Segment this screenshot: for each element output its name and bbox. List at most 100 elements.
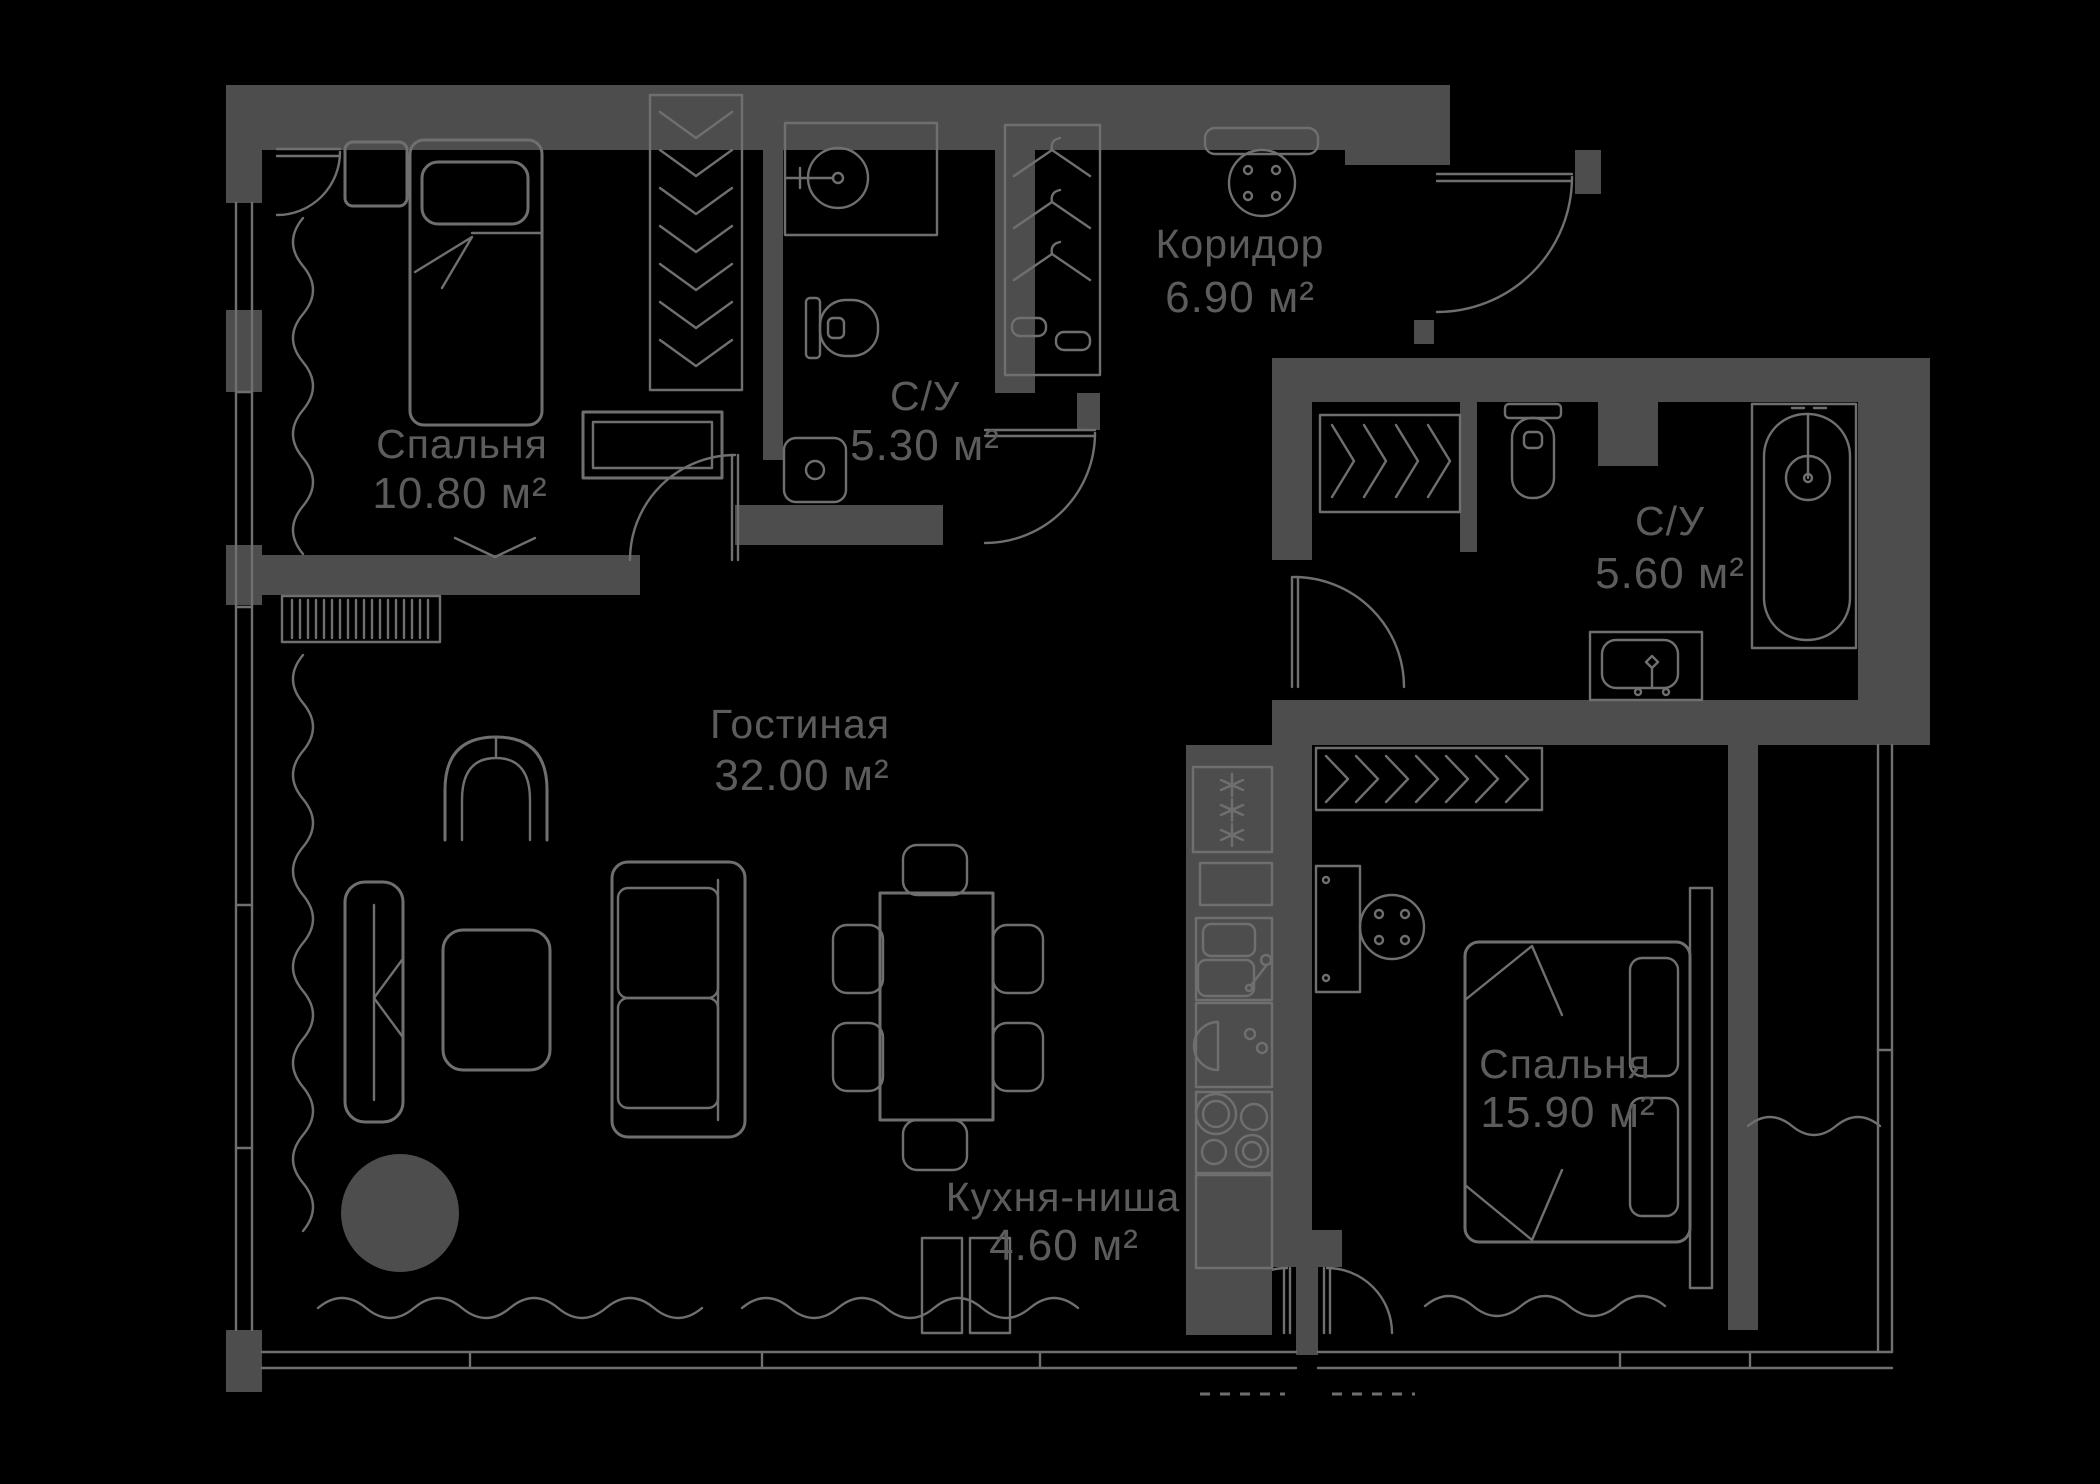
pillow — [1628, 956, 1680, 1078]
headboard — [1688, 886, 1714, 1290]
door-entry — [1435, 172, 1574, 314]
room-label-bathroom2-name: С/У — [1635, 498, 1705, 544]
kitchen-sink — [1194, 916, 1274, 1002]
wall-right-block-south — [1272, 700, 1930, 745]
wall-bedroom2-door-post — [1296, 1267, 1318, 1355]
room-label-bathroom1-area: 5.30 м² — [850, 421, 1000, 470]
dining-chair — [831, 923, 885, 995]
window-panel-right — [968, 1236, 1012, 1335]
curtain-bottom-3 — [1423, 1294, 1667, 1318]
curtains — [291, 216, 1882, 1320]
bedroom1-furniture — [280, 93, 744, 644]
blanket-fold — [1463, 944, 1564, 1017]
window-bottom-mullions — [468, 1350, 1752, 1370]
curtain-left-top — [291, 216, 315, 556]
wall-bathroom1-door-stub — [1077, 393, 1100, 430]
windows — [234, 201, 1894, 1396]
kitchen-column — [1186, 745, 1274, 1335]
entry-closet — [1003, 123, 1102, 377]
kitchen-cabinet — [1194, 1173, 1274, 1270]
door-bedroom1-window — [275, 147, 342, 217]
curtain-bottom-1 — [316, 1296, 704, 1320]
dining-chair — [901, 843, 969, 897]
room-label-corridor-name: Коридор — [1156, 221, 1325, 267]
blanket-fold — [1463, 1168, 1564, 1242]
oven — [1198, 861, 1274, 907]
corridor-furniture — [1003, 123, 1320, 377]
room-label-bathroom1-name: С/У — [890, 373, 960, 419]
door-bedroom2 — [1322, 1266, 1394, 1335]
bathroom1-fixtures — [782, 121, 939, 504]
dining-chair — [991, 923, 1045, 995]
wall-bedroom2-door-stub — [1272, 1230, 1342, 1267]
wall-top-step — [1345, 85, 1450, 165]
wall-bedroom1-south — [230, 555, 640, 595]
shower — [783, 121, 939, 237]
closet-hangers — [1318, 413, 1462, 514]
wall-bedroom2-west — [1272, 745, 1312, 1230]
wall-left-mid — [226, 310, 262, 392]
toilet — [804, 296, 880, 360]
room-label-bedroom1-area: 10.80 м² — [372, 469, 547, 518]
shoe-icon — [1010, 316, 1048, 338]
wall-left-top — [226, 85, 262, 203]
pillow — [420, 160, 530, 226]
snowflake-icon — [1219, 797, 1245, 823]
hob — [1194, 1090, 1274, 1175]
room-label-bedroom2-name: Спальня — [1479, 1041, 1651, 1087]
room-label-bathroom2-area: 5.60 м² — [1595, 549, 1745, 598]
round-table — [1358, 893, 1426, 961]
single-bed — [408, 138, 544, 427]
walls — [226, 85, 1930, 1392]
radiator — [280, 536, 537, 644]
wall-entry-frame — [1575, 150, 1601, 194]
wall-bathroom2-pillar — [1598, 402, 1658, 466]
dresser — [581, 410, 724, 480]
prep-area — [1192, 1001, 1274, 1089]
dining-chair — [901, 1118, 969, 1172]
window-right — [1876, 743, 1894, 1354]
curtain-left-bottom — [291, 653, 315, 1233]
bathroom2-fixtures — [1318, 402, 1858, 702]
bedroom2-furniture — [1314, 746, 1714, 1290]
nightstand — [343, 140, 409, 208]
snowflake-icon — [1219, 822, 1245, 848]
closet-hangers — [1314, 746, 1544, 812]
curtain-bedroom2 — [1746, 1115, 1882, 1137]
wardrobe-hangers — [648, 93, 744, 392]
wall-entry-stop — [1414, 320, 1434, 344]
wall-left-bottom-corner — [226, 1330, 262, 1392]
dining-chair — [991, 1021, 1045, 1093]
rug — [341, 1154, 459, 1272]
ceiling-light — [1203, 126, 1320, 218]
wall-bathroom1-west — [763, 85, 783, 460]
window-bottom — [260, 1350, 1894, 1370]
window-panel-left — [920, 1236, 964, 1335]
living-room-furniture — [341, 735, 1045, 1272]
wall-right-block-east — [1858, 402, 1930, 745]
room-labels: Спальня 10.80 м² С/У 5.30 м² Коридор 6.9… — [372, 221, 1745, 1270]
room-label-kitchen-name: Кухня-ниша — [946, 1174, 1181, 1220]
wall-right-block-north — [1272, 358, 1930, 402]
door-bathroom2 — [1290, 575, 1406, 689]
wall-bathroom2-west — [1272, 402, 1312, 560]
room-label-corridor-area: 6.90 м² — [1165, 273, 1315, 322]
armchair — [443, 735, 549, 842]
room-label-bedroom2-area: 15.90 м² — [1480, 1088, 1655, 1137]
wall-bathroom2-closet — [1460, 402, 1477, 552]
blanket-fold — [413, 231, 544, 290]
door-bathroom1 — [983, 428, 1097, 545]
window-sill-mark — [453, 536, 537, 559]
fridge — [1191, 765, 1274, 854]
bathroom-sink — [782, 436, 848, 504]
wall-top — [230, 85, 1345, 150]
bathtub — [1750, 402, 1858, 650]
pillow — [1628, 1096, 1680, 1218]
wall-bathroom1-south — [763, 505, 943, 545]
window-left-mullions — [234, 390, 254, 1150]
snowflake-icon — [1219, 772, 1245, 798]
toilet — [1503, 402, 1563, 500]
wall-bathroom1-east — [995, 85, 1035, 393]
